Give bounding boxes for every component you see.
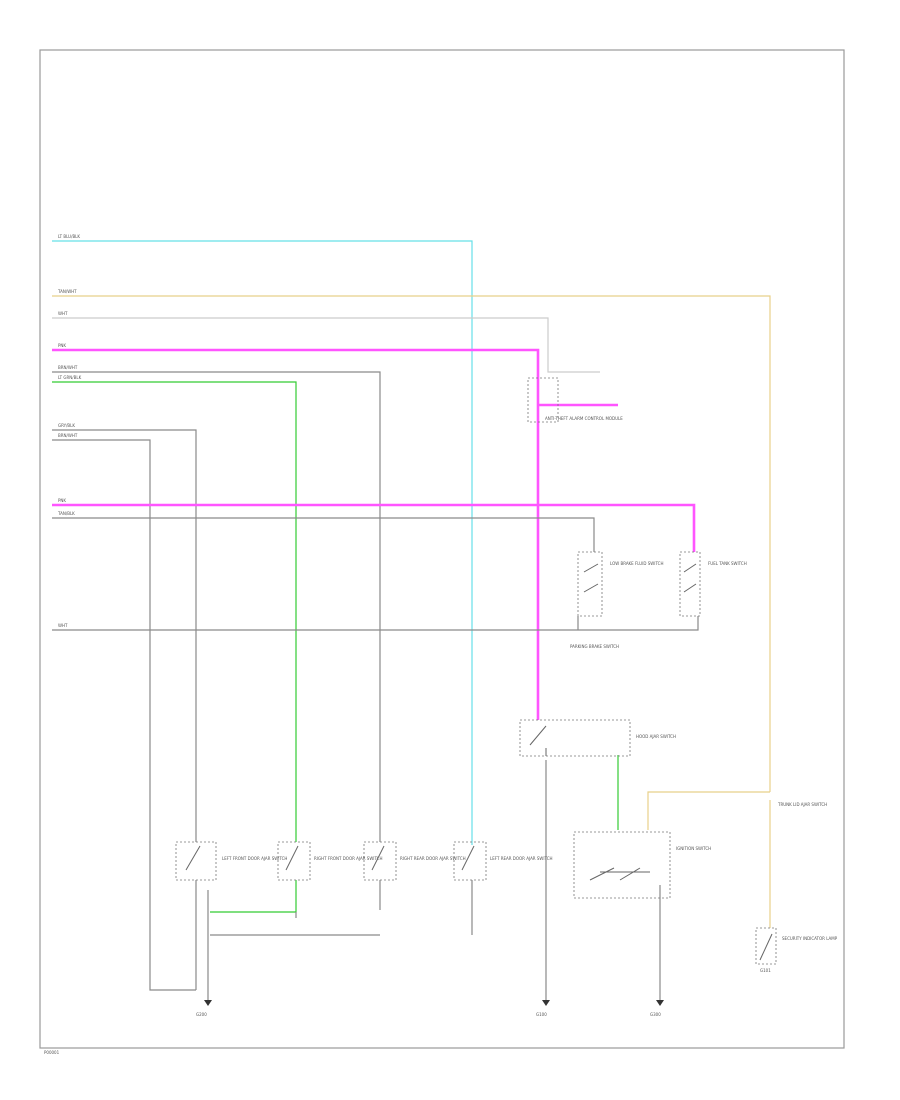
switch-symbol-b: [583, 563, 599, 593]
component-ignition-switch: [573, 831, 671, 899]
white-wire: [52, 317, 600, 373]
ground-symbol-1: [204, 1000, 212, 1006]
ground-symbol-3: [656, 1000, 664, 1006]
ground-label-3: G300: [650, 1012, 661, 1017]
component-label-d: PARKING BRAKE SWITCH: [570, 644, 619, 649]
door-switch-right-front: [277, 841, 311, 881]
ground-wire-3: [207, 880, 473, 1000]
wire-label-4: PNK: [58, 343, 66, 348]
ground-label-1: G200: [196, 1012, 207, 1017]
door-switch-left-front: [175, 841, 217, 881]
component-label-f: LEFT FRONT DOOR AJAR SWITCH: [222, 856, 287, 861]
wire-label-5: BRN/WHT: [58, 365, 78, 370]
door-switch-right-rear: [363, 841, 397, 881]
wire-label-3: WHT: [58, 311, 68, 316]
component-security-lamp: [755, 927, 777, 965]
component-label-c: FUEL TANK SWITCH: [708, 561, 747, 566]
gray-wire-7: [52, 429, 197, 990]
gray-wire-8: [52, 439, 196, 991]
component-label-l: SECURITY INDICATOR LAMP: [782, 936, 838, 941]
component-label-a: ANTI-THEFT ALARM CONTROL MODULE: [545, 416, 623, 421]
gray-wire-5: [52, 371, 381, 936]
component-label-j: IGNITION SWITCH: [676, 846, 711, 851]
switch-symbol-c: [683, 563, 697, 593]
wire-label-11: WHT: [58, 623, 68, 628]
ignition-switch-contacts: [589, 867, 650, 881]
component-label-k: TRUNK LID AJAR SWITCH: [777, 802, 827, 807]
gray-wire-10: [52, 517, 595, 552]
wire-label-1: LT BLU/BLK: [58, 234, 80, 239]
magenta-wire-1: [52, 348, 618, 720]
wire-label-2: TAN/WHT: [57, 289, 77, 294]
tan-wire: [52, 295, 771, 928]
magenta-wire-2: [52, 503, 696, 552]
lamp-symbol: [759, 933, 773, 961]
component-label-i: LEFT REAR DOOR AJAR SWITCH: [490, 856, 553, 861]
cyan-wire: [52, 240, 473, 845]
gray-wire-11: [52, 616, 699, 631]
wire-label-8: BRN/WHT: [58, 433, 78, 438]
door-switch-left-rear: [453, 841, 487, 881]
wire-label-6: LT GRN/BLK: [58, 375, 82, 380]
component-label-h: RIGHT REAR DOOR AJAR SWITCH: [400, 856, 466, 861]
component-fuel-tank-switch: [679, 551, 701, 617]
component-label-g: RIGHT FRONT DOOR AJAR SWITCH: [314, 856, 382, 861]
footer-code: P00001: [44, 1050, 60, 1055]
wire-label-7: GRY/BLK: [58, 423, 75, 428]
ground-symbol-2: [542, 1000, 550, 1006]
component-label-b: LOW BRAKE FLUID SWITCH: [610, 561, 663, 566]
ground-label-2: G100: [536, 1012, 547, 1017]
green-wire: [52, 381, 297, 913]
component-anti-theft-module: [527, 377, 559, 423]
component-low-brake-fluid-switch: [577, 551, 603, 617]
component-label-e: HOOD AJAR SWITCH: [636, 734, 676, 739]
switch-symbol-e: [529, 725, 547, 756]
component-hood-ajar-switch: [519, 719, 631, 757]
diagram-frame: [39, 49, 845, 1049]
wire-label-10: TAN/BLK: [57, 511, 75, 516]
wire-label-9: PNK: [58, 498, 66, 503]
ground-label-4: G101: [760, 968, 771, 973]
